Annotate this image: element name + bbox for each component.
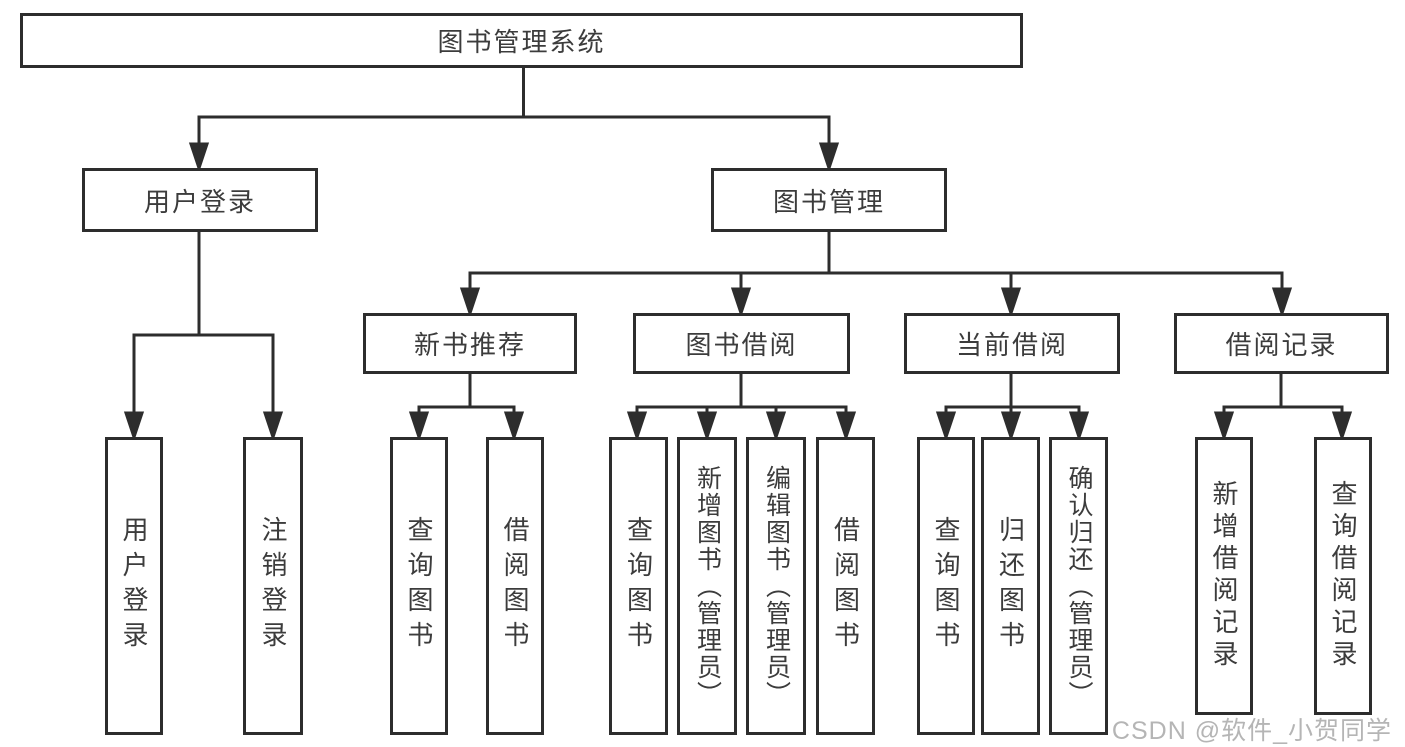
new-book-fork [408, 372, 525, 442]
leaf-borrowing-borrow-books: 借阅图书 [816, 437, 875, 735]
leaf-edit-book-admin: 编辑图书（管理员） [746, 437, 806, 735]
node-library-system: 图书管理系统 [20, 13, 1023, 68]
leaf-label: 查询图书 [623, 516, 654, 656]
leaf-query-borrow-record: 查询借阅记录 [1314, 437, 1372, 715]
leaf-newrec-query-books: 查询图书 [390, 437, 448, 735]
node-current-borrowing: 当前借阅 [904, 313, 1120, 374]
node-book-management: 图书管理 [711, 168, 947, 232]
leaf-label: 归还图书 [995, 516, 1026, 656]
level1-connectors [188, 68, 840, 173]
leaf-label: 新增借阅记录 [1209, 480, 1239, 672]
leaf-user-login: 用户登录 [105, 437, 163, 735]
node-new-book-recommendation: 新书推荐 [363, 313, 577, 374]
leaf-return-books: 归还图书 [981, 437, 1040, 735]
leaf-current-query-books: 查询图书 [917, 437, 975, 735]
leaf-label: 查询图书 [931, 516, 961, 656]
leaf-label: 借阅图书 [830, 516, 861, 656]
leaf-label: 查询借阅记录 [1328, 480, 1358, 672]
leaf-label: 借阅图书 [500, 516, 530, 656]
node-borrowing-records: 借阅记录 [1174, 313, 1389, 374]
leaf-label: 注销登录 [258, 516, 288, 656]
watermark: CSDN @软件_小贺同学 [1111, 717, 1392, 745]
node-user-login: 用户登录 [82, 168, 318, 232]
current-borrowing-fork [935, 372, 1090, 442]
leaf-label: 用户登录 [119, 516, 149, 656]
level2-connectors [459, 230, 1293, 318]
leaf-borrowing-query-books: 查询图书 [609, 437, 668, 735]
leaf-label: 查询图书 [404, 516, 434, 656]
leaf-label: 编辑图书（管理员） [762, 464, 791, 708]
leaf-logout-login: 注销登录 [243, 437, 303, 735]
node-book-borrowing: 图书借阅 [633, 313, 850, 374]
user-login-connectors [123, 230, 284, 442]
leaf-add-borrow-record: 新增借阅记录 [1195, 437, 1253, 715]
borrowing-records-fork [1213, 372, 1353, 442]
leaf-confirm-return-admin: 确认归还（管理员） [1049, 437, 1108, 735]
book-borrowing-fork [626, 372, 857, 442]
leaf-label: 新增图书（管理员） [693, 464, 722, 708]
leaf-label: 确认归还（管理员） [1065, 464, 1093, 708]
leaf-add-book-admin: 新增图书（管理员） [677, 437, 737, 735]
leaf-newrec-borrow-books: 借阅图书 [486, 437, 544, 735]
